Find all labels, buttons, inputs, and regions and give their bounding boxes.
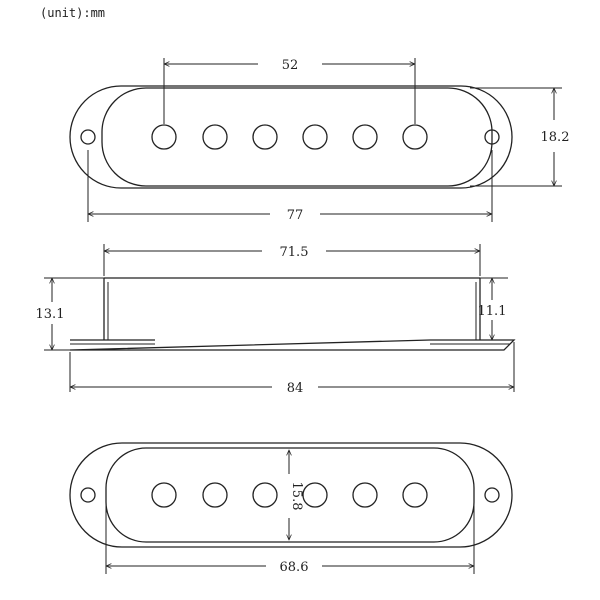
top-base-plate	[69, 85, 513, 189]
dim-cover-length: 71.5	[104, 244, 480, 276]
dim-overall-height-label: 13.1	[36, 307, 65, 322]
bottom-view: 15.8 68.6	[69, 442, 513, 575]
dim-cover-height: 11.1	[478, 278, 508, 340]
unit-label: (unit):mm	[40, 6, 106, 20]
dim-width-label: 18.2	[541, 130, 570, 145]
pole-pieces-top	[151, 124, 428, 150]
dim-inner-length: 68.6	[106, 500, 474, 575]
pole-piece	[402, 124, 428, 150]
top-cover	[101, 87, 493, 187]
top-view: 52 18.2 77	[69, 58, 569, 223]
dim-overall-height: 13.1	[36, 278, 104, 350]
mount-hole-left	[80, 129, 96, 145]
mount-hole-right	[484, 487, 500, 503]
dim-pole-spacing: 52	[164, 58, 415, 124]
pole-piece	[302, 482, 328, 508]
mount-hole-left	[80, 487, 96, 503]
pole-piece	[352, 482, 378, 508]
dim-base-length-label: 84	[287, 381, 304, 396]
dim-overall-length-label: 77	[287, 208, 304, 223]
dim-inner-width: 15.8	[289, 450, 304, 540]
dim-pole-spacing-label: 52	[282, 58, 299, 73]
pole-piece	[202, 124, 228, 150]
dim-cover-length-label: 71.5	[280, 245, 309, 260]
pole-piece	[252, 482, 278, 508]
mount-hole-right	[484, 129, 500, 145]
pole-piece	[252, 124, 278, 150]
pole-piece	[352, 124, 378, 150]
side-view: 71.5 13.1 11.1 84	[36, 244, 516, 396]
pole-piece	[202, 482, 228, 508]
dim-inner-length-label: 68.6	[280, 560, 309, 575]
pole-pieces-bottom	[151, 482, 428, 508]
dim-base-length: 84	[70, 342, 514, 396]
dim-cover-height-label: 11.1	[478, 304, 507, 319]
dim-overall-length: 77	[88, 150, 492, 223]
pole-piece	[151, 124, 177, 150]
bottom-inner-body	[105, 447, 475, 543]
pole-piece	[302, 124, 328, 150]
dim-inner-width-label: 15.8	[289, 482, 304, 511]
pole-piece	[151, 482, 177, 508]
pole-piece	[402, 482, 428, 508]
side-base-plate	[69, 339, 516, 351]
dim-width: 18.2	[470, 88, 569, 186]
bottom-base-plate	[69, 442, 513, 548]
